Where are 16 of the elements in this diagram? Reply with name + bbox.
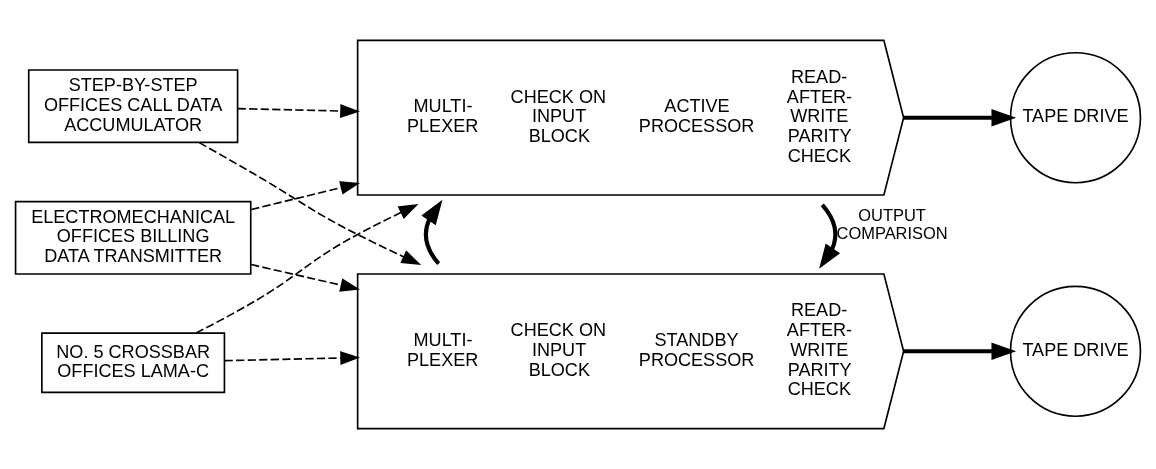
node-box: STEP-BY-STEP OFFICES CALL DATA ACCUMULATOR (27, 69, 239, 144)
arrow (903, 109, 1017, 127)
arrow (237, 104, 360, 118)
node-circle: TAPE DRIVE (1009, 285, 1142, 418)
node-box: ELECTROMECHANICAL OFFICES BILLING DATA TRANSMITTER (14, 200, 252, 275)
arrow (819, 203, 841, 269)
edge-label: OUTPUT COMPARISON (836, 205, 948, 242)
arrow (903, 342, 1017, 360)
arrow (250, 263, 361, 292)
node-box: NO. 5 CROSSBAR OFFICES LAMA-C (41, 332, 226, 394)
arrow (198, 141, 422, 265)
arrow (224, 351, 361, 365)
arrow (250, 181, 360, 211)
arrow (195, 204, 419, 334)
node-circle: TAPE DRIVE (1009, 51, 1142, 184)
arrow (421, 199, 443, 265)
